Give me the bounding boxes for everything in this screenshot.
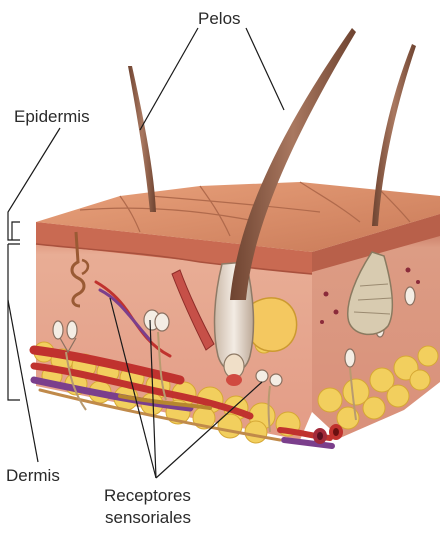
hair-label: Pelos (198, 10, 241, 27)
receptors-label-line1: Receptores (104, 487, 191, 504)
receptors-label-line2: sensoriales (105, 509, 191, 526)
hair-leader-left (140, 28, 198, 130)
vessel-cross-section (313, 424, 343, 444)
hair-leader-right (246, 28, 284, 110)
epidermis-label: Epidermis (14, 108, 90, 125)
epidermis-bracket (12, 222, 20, 240)
dermis-label: Dermis (6, 467, 60, 484)
dermis-bracket-outer (8, 244, 20, 400)
